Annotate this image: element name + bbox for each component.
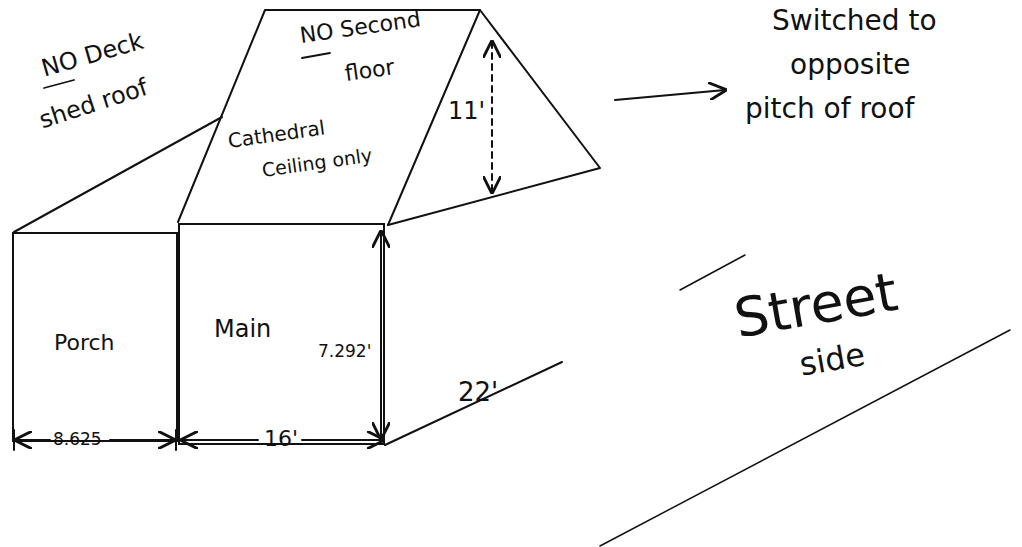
face-label: Main <box>214 315 271 343</box>
wall-face: Main <box>178 223 385 445</box>
note-text: shed roof <box>36 74 151 134</box>
note-text: Ceiling only <box>261 145 374 181</box>
side-wall-base <box>385 362 562 445</box>
wall-height-dimension <box>380 232 382 438</box>
street-line <box>600 330 1010 546</box>
dimension-label: 8.625 <box>53 430 102 449</box>
note-text: Switched to <box>772 6 937 37</box>
underline <box>44 80 74 88</box>
note-text: pitch of roof <box>745 94 914 125</box>
dimension-label: 11' <box>448 98 485 124</box>
face-label: Porch <box>54 330 115 355</box>
street-line <box>680 255 745 290</box>
note-text: opposite <box>790 50 910 81</box>
dimension-label: 22' <box>458 378 498 407</box>
dimension-label: 7.292' <box>318 342 371 361</box>
note-arrow <box>615 90 725 100</box>
street-label: side <box>797 337 868 383</box>
dimension-label: 16' <box>264 427 298 451</box>
note-text: floor <box>343 55 396 86</box>
underline <box>302 53 330 58</box>
gable-end <box>388 10 600 225</box>
note-text: NO Second <box>298 7 422 48</box>
main-dimension <box>302 439 383 441</box>
dimension-ticks <box>14 430 176 450</box>
note-text: NO Deck <box>38 28 146 82</box>
shed-roof <box>14 117 222 232</box>
main-dimension <box>182 439 258 441</box>
street-label: Street <box>730 262 902 349</box>
note-text: Cathedral <box>226 116 326 151</box>
wall-face: Porch <box>12 232 178 442</box>
height-dimension <box>491 42 493 192</box>
depth-leader <box>412 82 470 86</box>
